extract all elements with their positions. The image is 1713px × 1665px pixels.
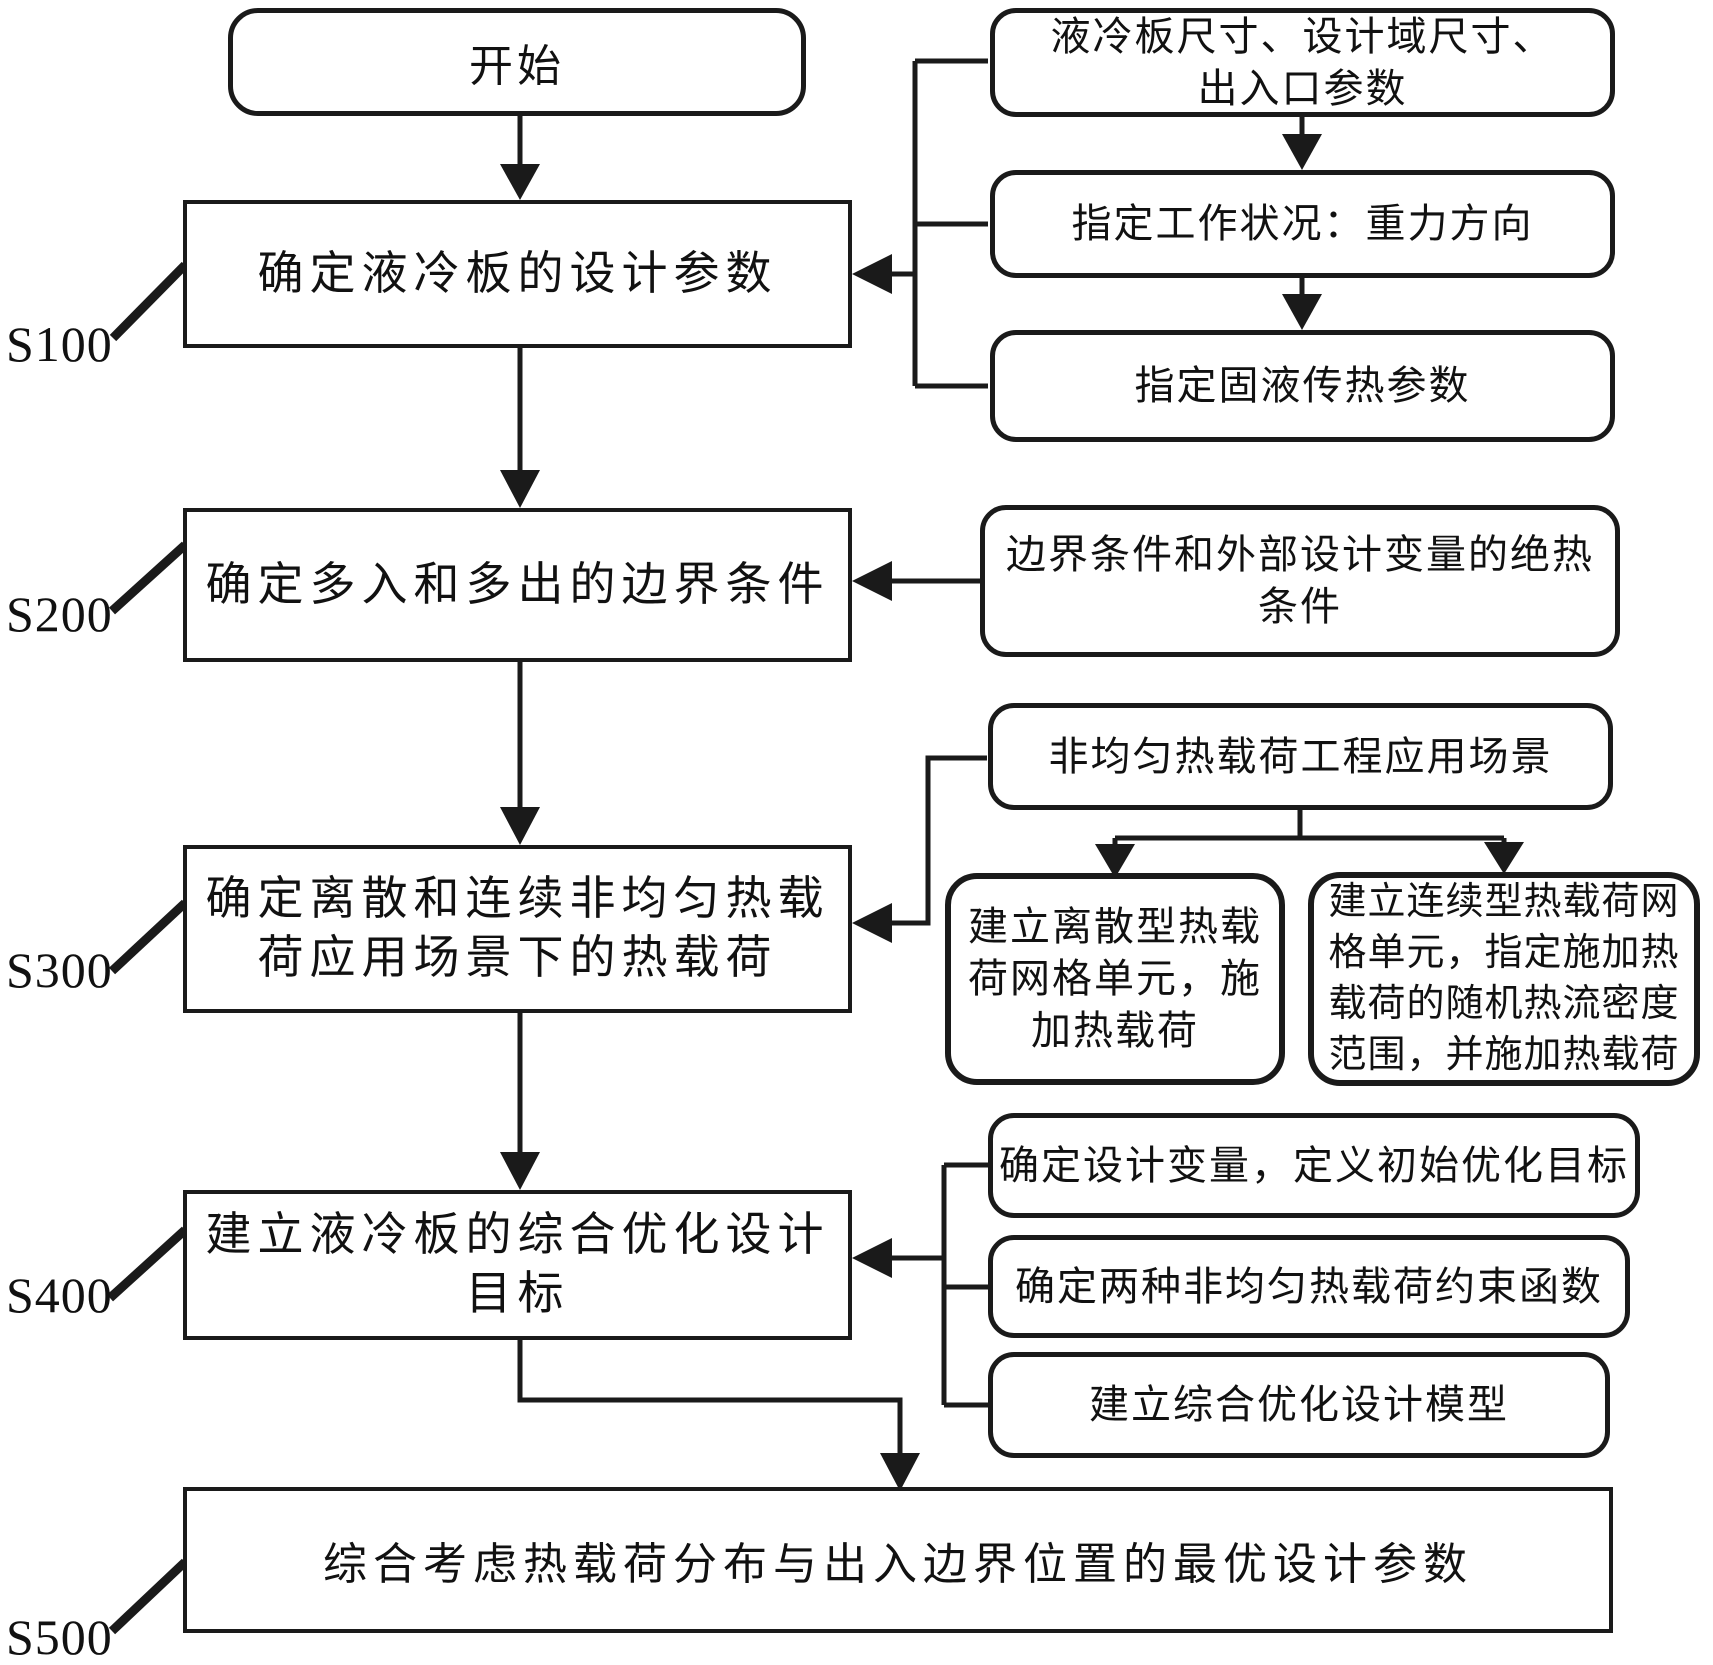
s400-inputs-bracket	[852, 1162, 988, 1408]
step-s200-box: 确定多入和多出的边界条件	[183, 508, 852, 662]
step-s300-box: 确定离散和连续非均匀热载 荷应用场景下的热载荷	[183, 845, 852, 1013]
continuous-load-box: 建立连续型热载荷网 格单元，指定施加热 载荷的随机热流密度 范围，并施加热载荷	[1308, 872, 1700, 1086]
input-design-variables-box: 确定设计变量，定义初始优化目标	[988, 1113, 1640, 1218]
step-s100-box: 确定液冷板的设计参数	[183, 200, 852, 348]
step-label-s300: S300	[6, 942, 113, 998]
step-label-slashes	[106, 261, 189, 1635]
input-work-condition-box: 指定工作状况：重力方向	[990, 170, 1615, 278]
s200-input-arrow	[852, 561, 980, 601]
input-constraints-box: 确定两种非均匀热载荷约束函数	[988, 1235, 1630, 1338]
discrete-load-box: 建立离散型热载 荷网格单元，施 加热载荷	[945, 873, 1285, 1085]
step-label-s500: S500	[6, 1609, 113, 1665]
start-node: 开始	[228, 8, 806, 116]
s300-scene-connectors	[852, 755, 1524, 943]
step-s500-box: 综合考虑热载荷分布与出入边界位置的最优设计参数	[183, 1487, 1613, 1633]
input-model-box: 建立综合优化设计模型	[988, 1352, 1610, 1458]
step-label-s100: S100	[6, 316, 113, 372]
input-dimensions-box: 液冷板尺寸、设计域尺寸、 出入口参数	[990, 8, 1615, 117]
scene-box: 非均匀热载荷工程应用场景	[988, 703, 1613, 810]
input-heat-transfer-box: 指定固液传热参数	[990, 330, 1615, 442]
step-label-s200: S200	[6, 586, 113, 642]
main-flow-arrows	[500, 116, 920, 1491]
input-adiabatic-box: 边界条件和外部设计变量的绝热 条件	[980, 505, 1620, 657]
step-s400-box: 建立液冷板的综合优化设计 目标	[183, 1190, 852, 1340]
step-label-s400: S400	[6, 1267, 113, 1323]
s100-inputs-bracket	[852, 58, 1322, 389]
